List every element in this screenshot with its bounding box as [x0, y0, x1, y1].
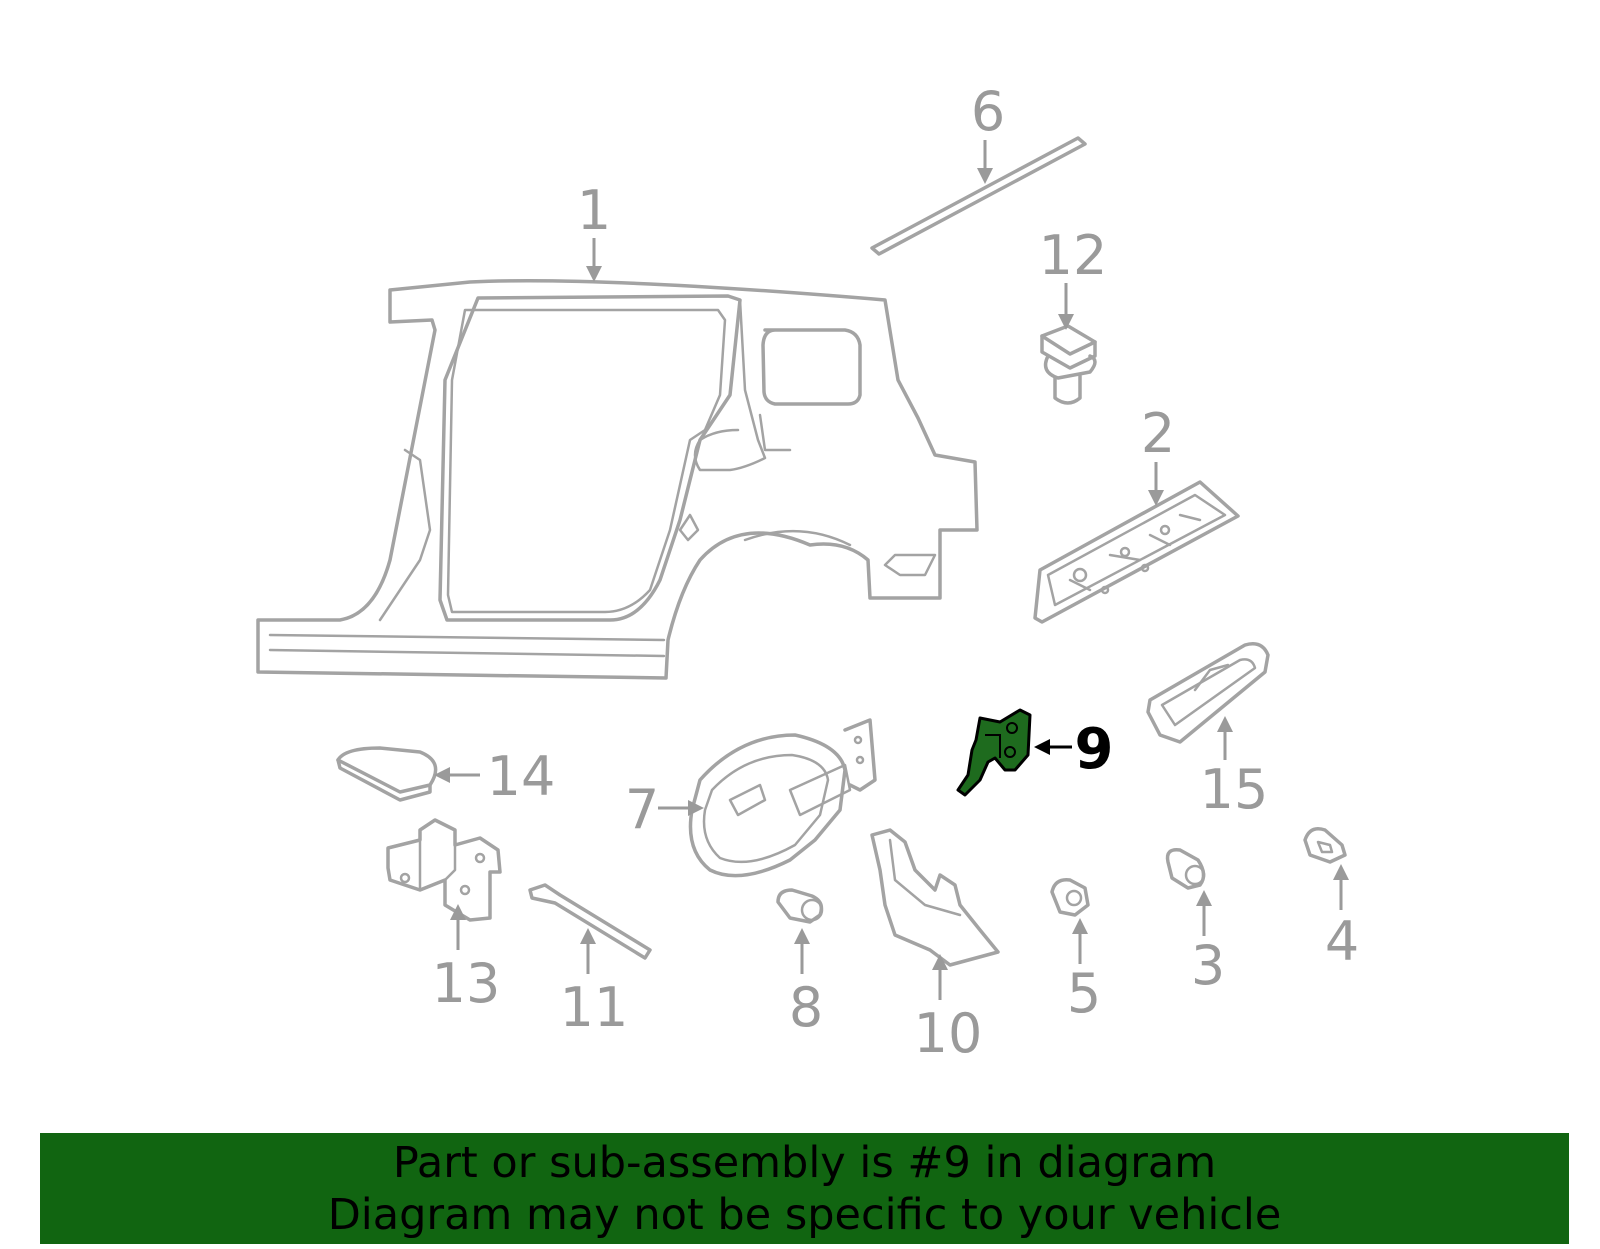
part-4-clip[interactable] — [1303, 827, 1347, 864]
banner-line-1: Part or sub-assembly is #9 in diagram — [392, 1137, 1217, 1188]
callout-3-label: 3 — [1191, 934, 1225, 997]
banner-line-2: Diagram may not be specific to your vehi… — [327, 1189, 1282, 1240]
callout-2-label: 2 — [1141, 402, 1175, 465]
callout-15[interactable]: 15 — [1200, 716, 1269, 821]
callout-2[interactable]: 2 — [1141, 402, 1175, 506]
callout-14-label: 14 — [487, 745, 556, 808]
part-8-grommet[interactable] — [776, 888, 824, 924]
part-12-retainer-clip[interactable] — [1040, 324, 1097, 405]
part-11-rod[interactable] — [528, 883, 652, 960]
callout-8[interactable]: 8 — [789, 928, 823, 1039]
callout-13-label: 13 — [432, 952, 501, 1015]
part-9-hole-bottom — [1004, 746, 1016, 758]
callout-6[interactable]: 6 — [971, 80, 1005, 184]
callout-10-label: 10 — [914, 1002, 983, 1065]
callout-5[interactable]: 5 — [1067, 918, 1101, 1025]
part-6-molding-strip[interactable] — [870, 136, 1087, 256]
part-5-nut[interactable] — [1050, 878, 1090, 917]
part-9-hole-top — [1006, 722, 1018, 734]
callout-12[interactable]: 12 — [1039, 224, 1108, 330]
callout-1[interactable]: 1 — [577, 179, 611, 282]
callout-5-label: 5 — [1067, 962, 1101, 1025]
part-14-fuel-door-cover[interactable] — [336, 746, 438, 802]
callout-10[interactable]: 10 — [914, 954, 983, 1065]
callout-7[interactable]: 7 — [625, 778, 704, 841]
part-13-hinge-bracket[interactable] — [386, 818, 502, 922]
callout-1-label: 1 — [577, 179, 611, 242]
part-10-bracket[interactable] — [870, 828, 1000, 967]
callout-9[interactable]: 9 — [1034, 717, 1113, 782]
callout-8-label: 8 — [789, 976, 823, 1039]
callout-15-label: 15 — [1200, 758, 1269, 821]
callout-13[interactable]: 13 — [432, 904, 501, 1015]
callouts: 1 6 12 2 15 — [432, 80, 1360, 1065]
info-banner: Part or sub-assembly is #9 in diagram Di… — [40, 1133, 1569, 1244]
part-9-shape — [956, 708, 1032, 797]
part-3-fastener[interactable] — [1165, 848, 1206, 890]
callout-14[interactable]: 14 — [434, 745, 555, 808]
callout-7-label: 7 — [625, 778, 659, 841]
callout-9-label: 9 — [1075, 717, 1114, 782]
callout-12-label: 12 — [1039, 224, 1108, 287]
part-15-housing[interactable] — [1146, 642, 1270, 744]
part-7-fuel-filler-door[interactable] — [688, 718, 877, 878]
callout-11[interactable]: 11 — [560, 928, 629, 1039]
callout-4-label: 4 — [1325, 910, 1359, 973]
part-9-fuel-door-hinge-highlighted[interactable] — [956, 708, 1032, 797]
callout-11-label: 11 — [560, 976, 629, 1039]
part-2-inner-reinforcement[interactable] — [1033, 480, 1240, 624]
part-1-body-side-panel[interactable] — [256, 279, 979, 680]
callout-4[interactable]: 4 — [1325, 864, 1359, 973]
callout-3[interactable]: 3 — [1191, 890, 1225, 997]
callout-6-label: 6 — [971, 80, 1005, 143]
